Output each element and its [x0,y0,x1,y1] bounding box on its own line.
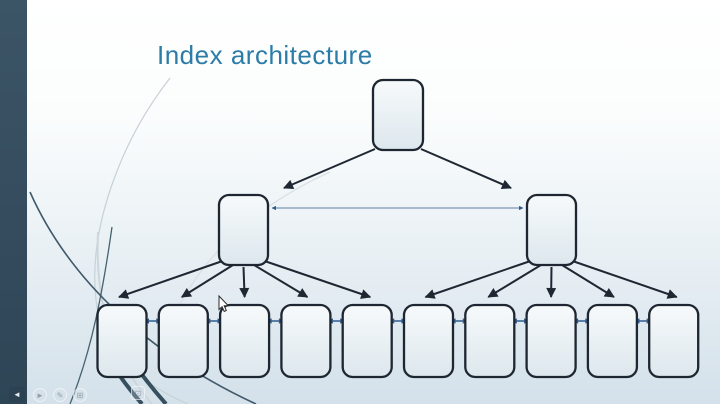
node-root [371,78,425,152]
node-leaf-5 [341,303,393,379]
node-leaf-8 [525,303,577,379]
node-leaf-1 [96,303,148,379]
node-leaf-6 [402,303,455,379]
arrow-root-to-internal-0 [283,148,376,190]
arrow-internal-to-leaf-6 [487,264,542,298]
pen-tool-button[interactable]: ✎ [53,388,67,402]
arrow-internal-to-leaf-0 [118,260,223,299]
arrow-internal-to-leaf-4 [264,260,372,299]
arrow-root-to-internal-1 [420,148,512,190]
arrow-internal-to-leaf-9 [572,260,678,299]
node-leaf-3 [218,303,271,379]
node-leaf-4 [280,303,332,379]
arrow-internal-to-leaf-1 [180,264,234,298]
arrow-internal-to-leaf-3 [253,264,309,298]
node-internal-left [217,193,270,267]
arrow-internal-to-leaf-2 [239,266,250,298]
slide-sorter-button[interactable]: ⊡ [131,386,145,400]
arrow-internal-to-leaf-8 [561,264,615,298]
next-slide-button[interactable]: ► [33,388,47,402]
node-leaf-10 [648,303,700,379]
all-slides-button[interactable]: ⊞ [73,388,87,402]
node-internal-right [525,193,578,267]
arrow-internal-to-leaf-5 [424,260,531,299]
previous-slide-button[interactable]: ◄ [9,387,25,402]
node-leaf-7 [464,303,516,379]
slide-theme-sidebar [0,0,27,404]
node-leaf-9 [586,303,639,379]
node-leaf-2 [157,303,209,379]
slide-title: Index architecture [157,40,373,70]
